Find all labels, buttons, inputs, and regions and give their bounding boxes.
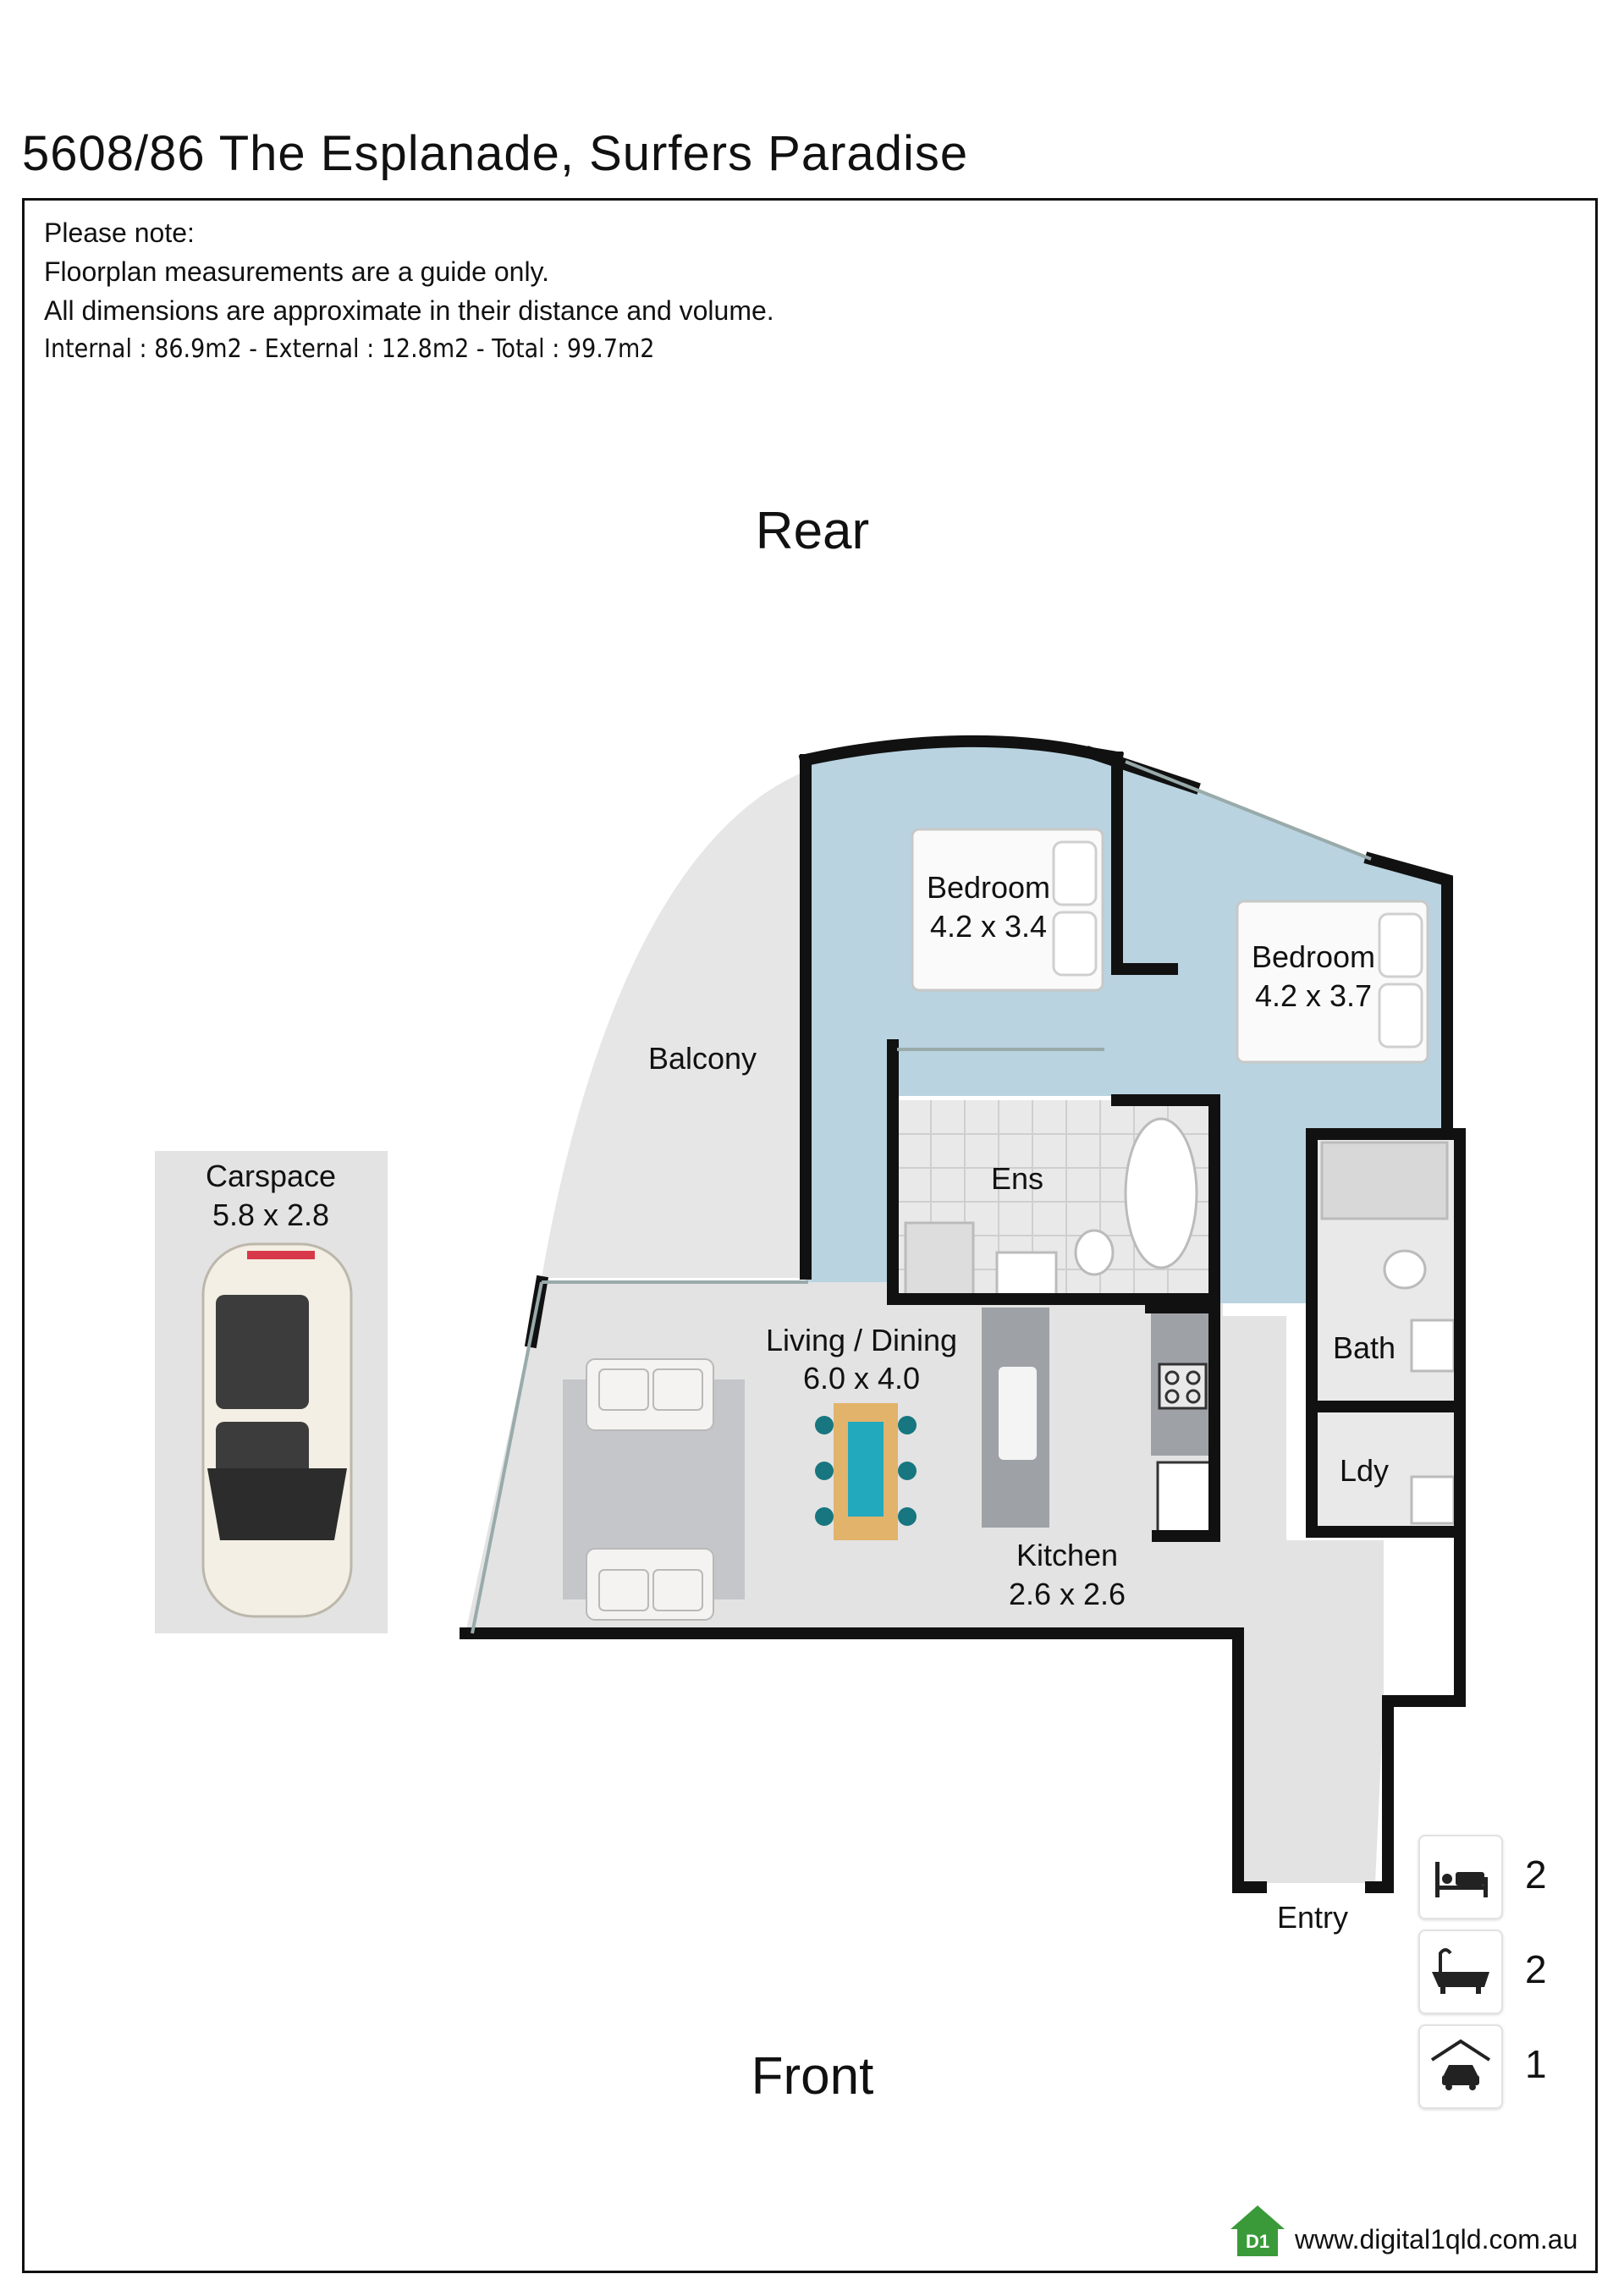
- bedroom-1-label: Bedroom: [927, 870, 1050, 905]
- carspace-count: 1: [1525, 2042, 1547, 2086]
- balcony-label: Balcony: [648, 1041, 757, 1076]
- bath-shower: [1320, 1141, 1449, 1220]
- bed-1-icon: [911, 828, 1104, 992]
- notes-line-2: All dimensions are approximate in their …: [44, 295, 774, 326]
- ensuite-label: Ens: [991, 1161, 1043, 1196]
- bath-vanity-fixture: [1410, 1319, 1456, 1373]
- living-dining-size: 6.0 x 4.0: [803, 1361, 920, 1396]
- notes-line-1: Floorplan measurements are a guide only.: [44, 256, 550, 287]
- kitchen-label: Kitchen: [1016, 1538, 1118, 1572]
- kitchen-size: 2.6 x 2.6: [1009, 1577, 1126, 1611]
- company-logo: D1 www.digital1qld.com.au: [1227, 2200, 1591, 2260]
- dining-table-icon: [815, 1403, 917, 1540]
- carspace-label: Carspace: [206, 1159, 336, 1193]
- balcony-floor: [542, 772, 804, 1278]
- property-address-title: 5608/86 The Esplanade, Surfers Paradise: [22, 126, 969, 181]
- bath-label: Bath: [1333, 1330, 1396, 1365]
- summary-bedrooms: 2: [1418, 1835, 1613, 1919]
- floorplan-frame: [22, 198, 1598, 2273]
- car-icon: [201, 1242, 353, 1618]
- sofa-top-icon: [586, 1358, 714, 1431]
- notes-heading: Please note:: [44, 217, 195, 248]
- area-totals: Internal : 86.9m2 - External : 12.8m2 - …: [44, 334, 655, 364]
- ensuite-vanity-fixture: [995, 1251, 1058, 1297]
- bed-icon: [1418, 1835, 1503, 1919]
- bedroom-count: 2: [1525, 1853, 1547, 1897]
- kitchen-sink-icon: [999, 1367, 1037, 1460]
- laundry-label: Ldy: [1340, 1453, 1389, 1488]
- logo-mark: D1: [1246, 2231, 1269, 2252]
- house-logo-icon: D1: [1230, 2205, 1285, 2256]
- bathtub-fixture: [1124, 1117, 1198, 1269]
- orientation-rear-label: Rear: [755, 502, 870, 560]
- entry-label: Entry: [1277, 1900, 1348, 1935]
- bedroom-2-size: 4.2 x 3.7: [1255, 978, 1372, 1013]
- bed-2-icon: [1236, 900, 1429, 1064]
- walls: [460, 735, 1466, 1893]
- car-garage-icon: [1418, 2024, 1503, 2109]
- bedroom-1-size: 4.2 x 3.4: [930, 909, 1047, 944]
- sofa-bottom-icon: [586, 1548, 714, 1621]
- website-url: www.digital1qld.com.au: [1295, 2224, 1578, 2255]
- summary-carspaces: 1: [1418, 2024, 1613, 2109]
- fridge-icon: [1156, 1461, 1214, 1536]
- ensuite-toilet-fixture: [1074, 1229, 1115, 1276]
- orientation-front-label: Front: [751, 2047, 874, 2106]
- windows: [471, 760, 1372, 1634]
- carspace-size: 5.8 x 2.8: [212, 1198, 329, 1232]
- bedroom-2-label: Bedroom: [1252, 939, 1375, 974]
- cooktop-icon: [1158, 1363, 1208, 1410]
- bathroom-count: 2: [1525, 1947, 1547, 1991]
- bath-toilet-fixture: [1383, 1249, 1427, 1290]
- bathtub-icon: [1418, 1930, 1503, 2014]
- ensuite-shower: [904, 1221, 975, 1297]
- laundry-tub-fixture: [1410, 1475, 1456, 1525]
- living-dining-label: Living / Dining: [766, 1323, 957, 1357]
- summary-bathrooms: 2: [1418, 1930, 1613, 2014]
- disclaimer-notes: Please note: Floorplan measurements are …: [44, 213, 774, 369]
